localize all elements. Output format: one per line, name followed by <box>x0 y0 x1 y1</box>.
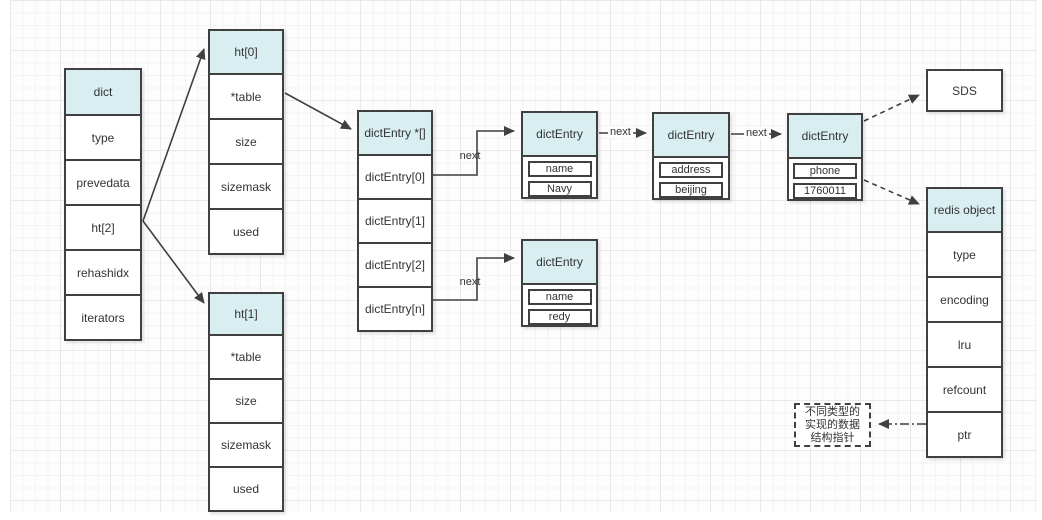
node-dictentry-phone: dictEntry phone 1760011 <box>787 113 863 201</box>
node-dictentry-address-beijing: dictEntry address beijing <box>652 112 730 200</box>
annotation-line: 不同类型的 <box>805 406 860 418</box>
node-title: SDS <box>952 83 977 98</box>
node-redis-object: redis object type encoding lru refcount … <box>926 187 1003 458</box>
table-row: lru <box>928 321 1001 366</box>
edge-label-next: next <box>744 127 769 139</box>
node-sds: SDS <box>926 69 1003 112</box>
edge-label-next: next <box>459 150 481 162</box>
table-row: ptr <box>928 411 1001 456</box>
table-row: used <box>210 466 282 510</box>
edge-label-next: next <box>459 276 481 288</box>
table-row: encoding <box>928 276 1001 321</box>
table-row: dictEntry[n] <box>359 286 431 330</box>
annotation-line: 实现的数据 <box>805 419 860 431</box>
entry-body: phone 1760011 <box>789 159 861 199</box>
table-row: sizemask <box>210 163 282 208</box>
entry-body: address beijing <box>654 158 728 198</box>
table-row: dictEntry[2] <box>359 242 431 286</box>
entry-body: name redy <box>523 285 596 325</box>
table-row: dictEntry[0] <box>364 170 426 184</box>
table-row: used <box>210 208 282 253</box>
entry-key: name <box>527 289 592 305</box>
node-dictentry-array: dictEntry *[] dictEntry[0] dictEntry[1] … <box>357 110 433 332</box>
table-row: size <box>210 378 282 422</box>
table-row: iterators <box>66 294 140 339</box>
annotation-line: 结构指针 <box>810 432 855 444</box>
node-title: dict <box>66 70 140 116</box>
node-title: dictEntry <box>523 113 596 157</box>
edge-label-next: next <box>608 126 633 138</box>
node-dict: dict type prevedata ht[2] rehashidx iter… <box>64 68 142 341</box>
entry-key: phone <box>793 163 857 179</box>
entry-value: beijing <box>659 182 723 198</box>
table-row: dictEntry[1] <box>359 198 431 242</box>
table-row: refcount <box>928 366 1001 411</box>
node-title: dictEntry <box>789 115 861 159</box>
entry-value: Navy <box>527 181 592 197</box>
table-row: size <box>210 118 282 163</box>
entry-key: name <box>527 161 592 177</box>
node-title: dictEntry *[] <box>359 112 431 156</box>
entry-value: 1760011 <box>793 183 857 199</box>
node-title: ht[1] <box>210 294 282 336</box>
node-title: dictEntry <box>523 241 596 285</box>
table-row: *table <box>230 350 262 364</box>
annotation-note: 不同类型的 实现的数据 结构指针 <box>794 403 871 447</box>
node-title: ht[0] <box>210 31 282 75</box>
node-dictentry-name-redy: dictEntry name redy <box>521 239 598 327</box>
node-ht1: ht[1] *table size sizemask used <box>208 292 284 512</box>
entry-body: name Navy <box>523 157 596 197</box>
table-row: sizemask <box>210 422 282 466</box>
node-title: dictEntry <box>654 114 728 158</box>
node-title: redis object <box>928 189 1001 233</box>
table-row: type <box>91 130 115 145</box>
node-dictentry-name-navy: dictEntry name Navy <box>521 111 598 199</box>
table-row: prevedata <box>66 159 140 204</box>
table-row: ht[2] <box>66 204 140 249</box>
node-ht0: ht[0] *table size sizemask used <box>208 29 284 255</box>
entry-value: redy <box>527 309 592 325</box>
table-row: rehashidx <box>66 249 140 294</box>
entry-key: address <box>659 162 723 178</box>
table-row: *table <box>230 89 262 104</box>
table-row: type <box>953 247 976 262</box>
